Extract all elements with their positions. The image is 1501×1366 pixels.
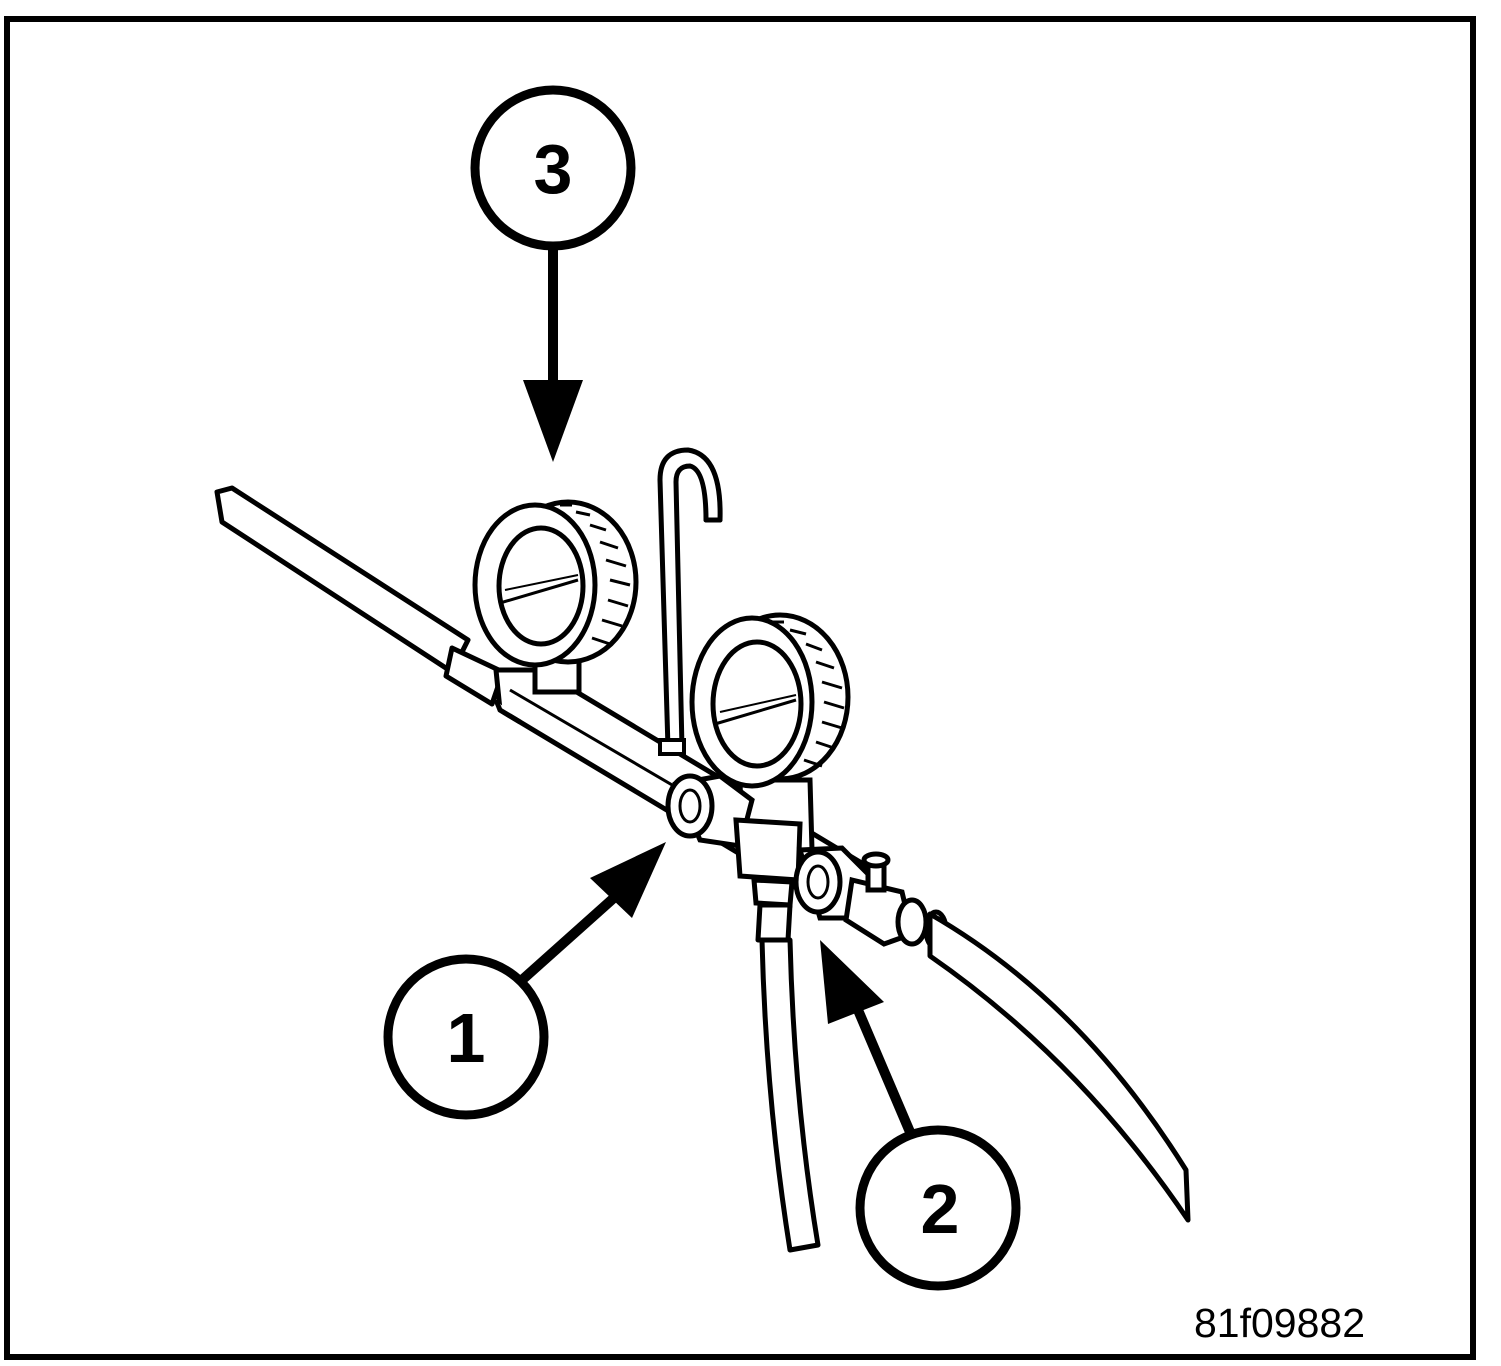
callout-1: 1 <box>383 842 666 1120</box>
callout-2: 2 <box>820 940 1021 1291</box>
callout-3-circle <box>470 85 636 251</box>
left-hose <box>214 485 506 707</box>
callout-3-label: 3 <box>534 130 573 208</box>
center-hose <box>755 902 821 1253</box>
callout-1-arrow <box>518 892 620 984</box>
callout-3-arrowhead <box>523 380 583 462</box>
center-tee <box>733 817 803 908</box>
right-hose <box>927 911 1191 1223</box>
callout-2-label: 2 <box>921 1170 960 1248</box>
figure-id: 81f09882 <box>1194 1300 1366 1346</box>
callout-1-label: 1 <box>447 999 486 1077</box>
callout-2-circle <box>855 1125 1021 1291</box>
callout-2-arrow <box>853 1008 915 1134</box>
callout-2-arrowhead <box>820 940 884 1024</box>
callout-3: 3 <box>470 85 636 462</box>
callout-1-circle <box>383 954 549 1120</box>
callout-1-arrowhead <box>590 842 666 918</box>
upper-gauge <box>472 499 639 695</box>
hanger-hook <box>657 447 723 756</box>
